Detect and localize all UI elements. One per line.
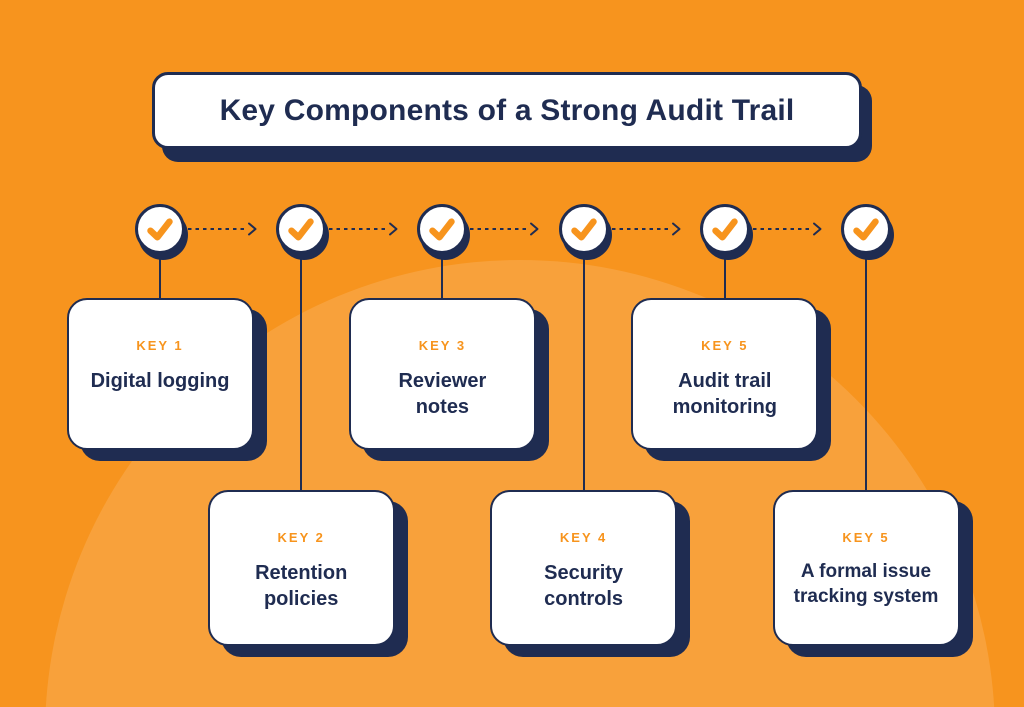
step-key-label: KEY 5 (701, 338, 749, 353)
step-key-label: KEY 2 (277, 530, 325, 545)
step-key-label: KEY 5 (842, 530, 890, 545)
dashed-arrow-icon (611, 222, 681, 236)
title-card: Key Components of a Strong Audit Trail (152, 72, 862, 149)
vertical-connector-line (865, 252, 867, 494)
step-title: Reviewer notes (398, 370, 487, 418)
check-circle (276, 204, 327, 254)
check-circle (417, 204, 468, 254)
step-title: Retention policies (255, 562, 348, 610)
vertical-connector-line (441, 252, 444, 302)
dashed-arrow-icon (470, 222, 539, 236)
step-card: KEY 5 A formal issue tracking system (772, 490, 960, 646)
vertical-connector-line (723, 252, 726, 302)
vertical-connector-line (159, 252, 161, 302)
step-title: Audit trail monitoring (672, 370, 778, 418)
check-circle (135, 204, 185, 254)
step-key-label: KEY 1 (136, 338, 184, 353)
step-card: KEY 3 Reviewer notes (348, 298, 536, 450)
step-key-label: KEY 3 (418, 338, 467, 353)
checkmark-icon (147, 218, 173, 241)
checkmark-icon (429, 218, 456, 241)
checkmark-icon (853, 218, 879, 241)
step-card: KEY 5 Audit trail monitoring (631, 298, 819, 450)
step-title: A formal issue tracking system (793, 561, 939, 607)
checkmark-icon (712, 218, 738, 241)
step-title: Digital logging (90, 370, 230, 392)
dashed-arrow-icon (188, 222, 257, 236)
check-circle (841, 204, 891, 254)
step-card: KEY 1 Digital logging (66, 298, 254, 450)
check-circle (699, 204, 750, 254)
dashed-arrow-icon (329, 222, 398, 236)
step-card: KEY 2 Retention policies (207, 490, 395, 646)
step-key-label: KEY 4 (559, 530, 608, 545)
checkmark-icon (288, 218, 314, 241)
page-title: Key Components of a Strong Audit Trail (219, 93, 795, 127)
checkmark-icon (570, 218, 597, 241)
step-title: Security controls (544, 562, 624, 610)
step-card: KEY 4 Security controls (490, 490, 678, 646)
vertical-connector-line (300, 252, 303, 494)
check-circle (558, 204, 609, 254)
vertical-connector-line (582, 252, 585, 494)
dashed-arrow-icon (752, 222, 822, 236)
